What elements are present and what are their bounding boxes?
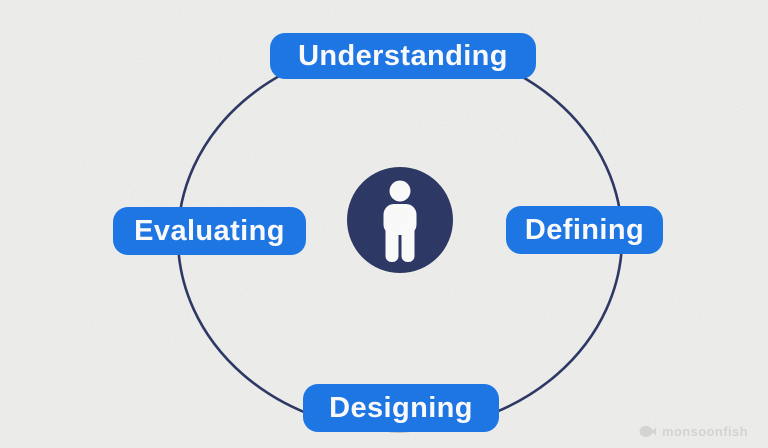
stage-label-designing: Designing xyxy=(303,384,499,432)
stage-label-defining: Defining xyxy=(506,206,663,254)
watermark-text: monsoonfish xyxy=(661,424,748,439)
stage-label-understanding: Understanding xyxy=(270,33,536,79)
fish-icon xyxy=(639,426,656,437)
center-person-badge xyxy=(347,167,453,273)
stage-label-evaluating: Evaluating xyxy=(113,207,306,255)
watermark: monsoonfish xyxy=(639,424,748,439)
person-icon xyxy=(383,180,417,262)
